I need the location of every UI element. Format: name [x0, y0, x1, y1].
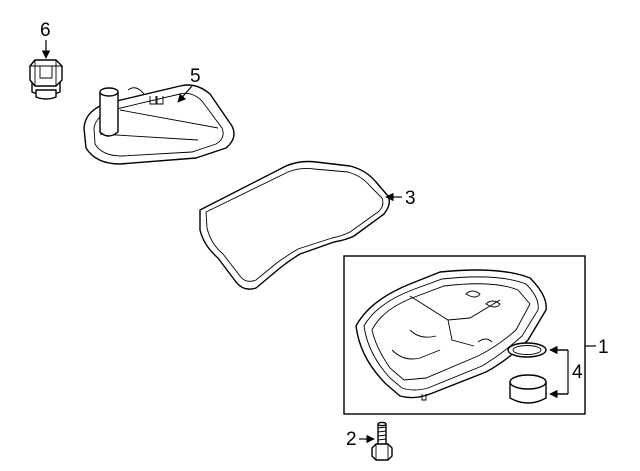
part-4-seal-ring[interactable]: [507, 342, 547, 358]
callout-6: 6: [40, 20, 51, 41]
callout-5: 5: [190, 66, 201, 87]
part-3-gasket[interactable]: [199, 160, 391, 290]
part-6-plug[interactable]: [29, 59, 63, 100]
part-1-pan[interactable]: [355, 269, 547, 401]
assembly-box: [343, 255, 586, 415]
callout-3: 3: [405, 188, 416, 209]
callout-1: 1: [598, 337, 609, 358]
leader-5: [177, 85, 193, 103]
part-4-plug-cap[interactable]: [509, 374, 547, 404]
part-5-filter[interactable]: [83, 84, 235, 165]
callout-2: 2: [346, 429, 357, 450]
callout-4: 4: [572, 362, 583, 383]
part-2-bolt[interactable]: [371, 421, 393, 461]
leader-4-bracket: [554, 349, 569, 395]
